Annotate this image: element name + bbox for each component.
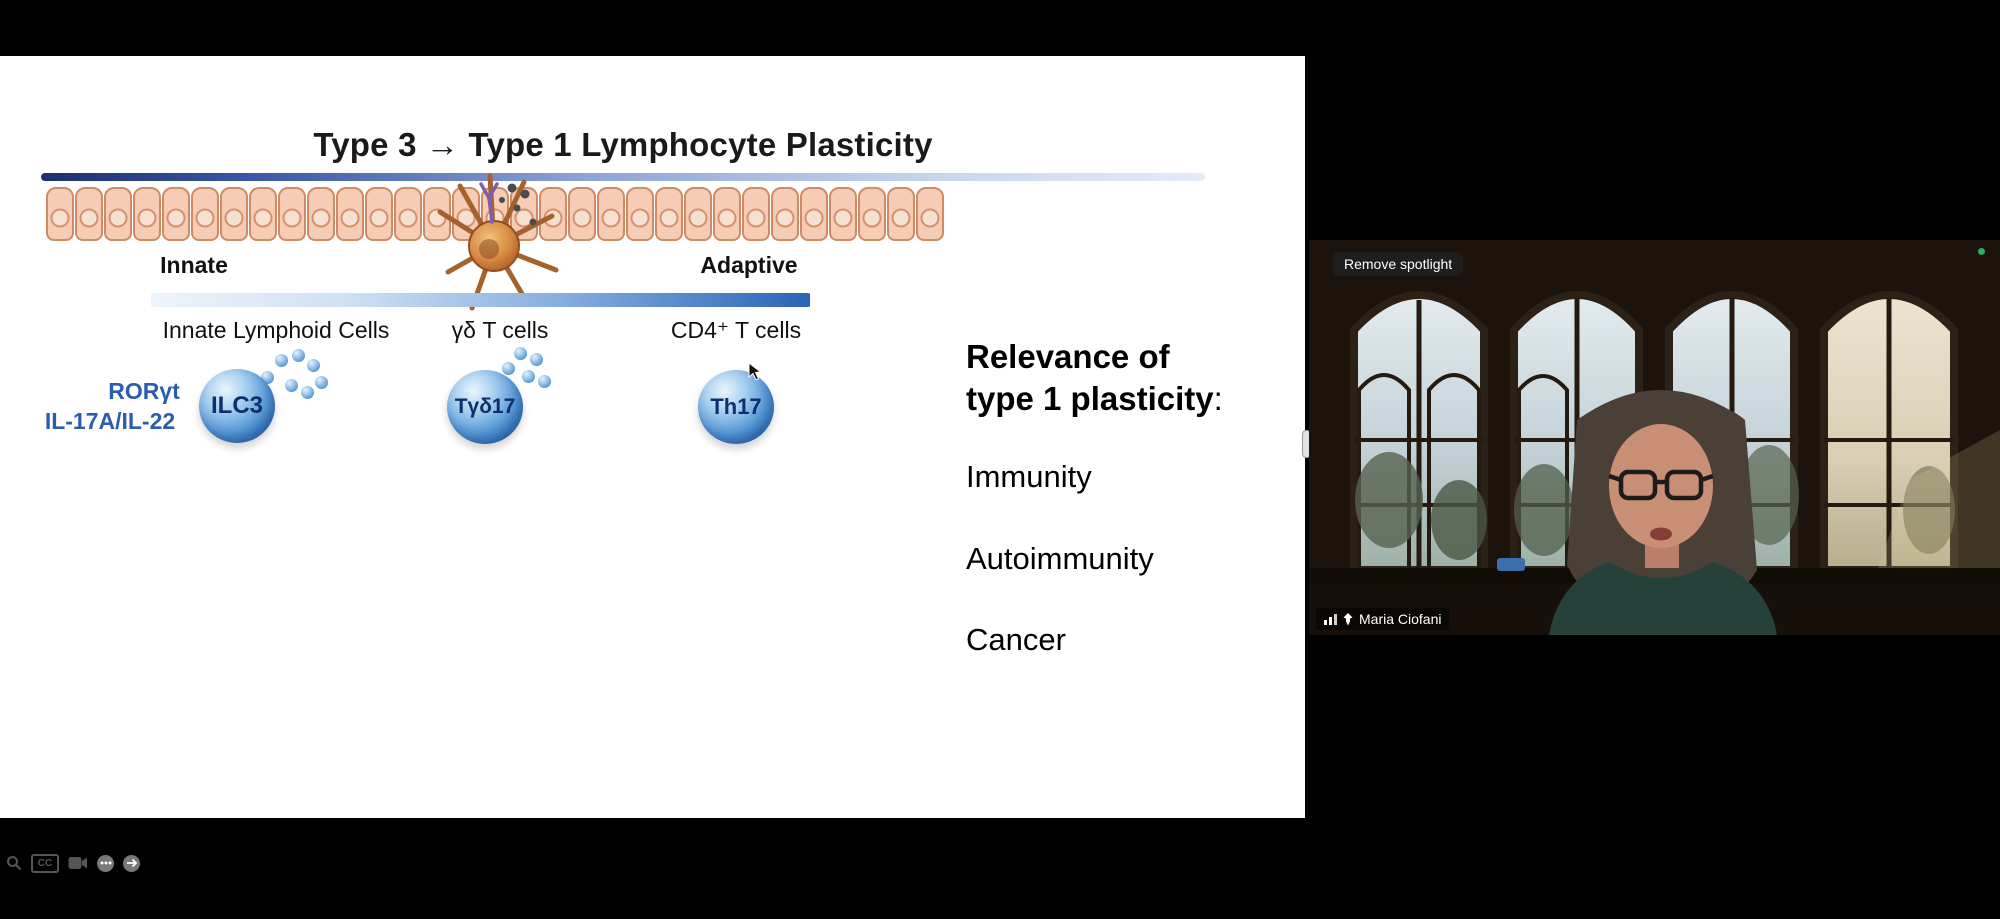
epithelial-cell [393,187,422,241]
relevance-heading-colon: : [1213,379,1223,417]
person-torso [1549,562,1777,635]
relevance-item-cancer: Cancer [966,622,1066,657]
column-label-gdt: γδ T cells [451,317,549,343]
epithelial-cell [741,187,770,241]
microbe-dots [499,183,537,226]
epithelial-cell [915,187,944,241]
innate-adaptive-gradient-bar [151,293,810,307]
rorgt-label: RORγt [108,378,180,404]
epithelial-cell [74,187,103,241]
next-button[interactable] [123,854,140,872]
il17-label: IL-17A/IL-22 [44,408,176,434]
video-tile: Remove spotlight Maria Ciofani [1309,240,2000,635]
relevance-item-immunity: Immunity [966,459,1092,494]
epithelial-cell [306,187,335,241]
webcam-video [1309,240,2000,635]
cytokine-cluster-tgd17 [498,344,558,399]
cell-sphere-tgd17: Tγδ17 [447,370,523,444]
epithelial-cell [103,187,132,241]
arrow-right-icon [126,858,137,868]
epithelial-cell [219,187,248,241]
window-1 [1350,291,1488,574]
person-face [1609,424,1713,548]
epithelial-cell [277,187,306,241]
search-button[interactable] [6,855,22,871]
epithelial-cell [596,187,625,241]
epithelial-cell [683,187,712,241]
cell-sphere-ilc3: ILC3 [199,369,275,443]
camera-icon [68,857,87,869]
epithelial-cell [248,187,277,241]
person-avatar [1549,390,1777,635]
column-label-ilc: Innate Lymphoid Cells [162,317,390,343]
relevance-item-autoimmunity: Autoimmunity [966,541,1154,576]
pin-icon [1343,612,1353,625]
epithelial-cell [161,187,190,241]
slide-canvas: Type 3 → Type 1 Lymphocyte Plasticity [0,56,1306,873]
participant-name-chip: Maria Ciofani [1316,608,1450,630]
window-4 [1820,291,1958,574]
epithelial-cell [654,187,683,241]
ellipsis-icon [100,861,111,865]
epithelial-cell [422,187,451,241]
relevance-heading: Relevance of type 1 plasticity: [966,336,1306,419]
cc-icon: CC [37,857,53,869]
title-underline [41,173,1205,181]
relevance-heading-line1: Relevance of [966,338,1170,375]
epithelial-cell [712,187,741,241]
person-mouth [1650,527,1672,541]
epithelial-cell [190,187,219,241]
epithelial-cell [857,187,886,241]
epithelial-cell [625,187,654,241]
cell-label-tgd17: Tγδ17 [454,395,516,418]
person-hair-front [1577,391,1745,420]
epithelial-cell [799,187,828,241]
person-glasses [1608,469,1714,501]
receptor-icon [479,182,499,224]
epithelial-cell [886,187,915,241]
mouse-cursor [748,362,762,381]
column-label-cd4: CD4⁺ T cells [670,317,802,343]
slide-title: Type 3 → Type 1 Lymphocyte Plasticity [313,126,933,163]
sill-object [1497,558,1525,571]
slide-toolbar: CC [6,852,140,874]
innate-label: Innate [160,252,228,278]
epithelial-cell [770,187,799,241]
search-icon [7,856,22,871]
epithelial-cell [828,187,857,241]
adaptive-label: Adaptive [700,252,798,278]
relevance-heading-line2: type 1 plasticity [966,379,1214,417]
cytokine-cluster-ilc3 [255,349,335,409]
epithelial-layer [45,187,944,241]
dendritic-cell-illustration [437,173,559,311]
remove-spotlight-button[interactable]: Remove spotlight [1333,252,1464,276]
epithelial-cell [567,187,596,241]
cell-label-th17: Th17 [710,394,762,419]
epithelial-cell [335,187,364,241]
camera-button[interactable] [68,856,88,870]
dendritic-cell-nucleus [479,239,499,259]
cell-label-ilc3: ILC3 [210,392,263,419]
epithelial-cell [364,187,393,241]
epithelial-cell [132,187,161,241]
epithelial-cell [45,187,74,241]
more-options-button[interactable] [97,854,114,872]
status-dot [1978,248,1985,255]
signal-bars-icon [1324,614,1337,625]
cell-sphere-th17: Th17 [698,370,774,444]
closed-captions-button[interactable]: CC [31,853,59,873]
participant-name-label: Maria Ciofani [1359,611,1442,627]
